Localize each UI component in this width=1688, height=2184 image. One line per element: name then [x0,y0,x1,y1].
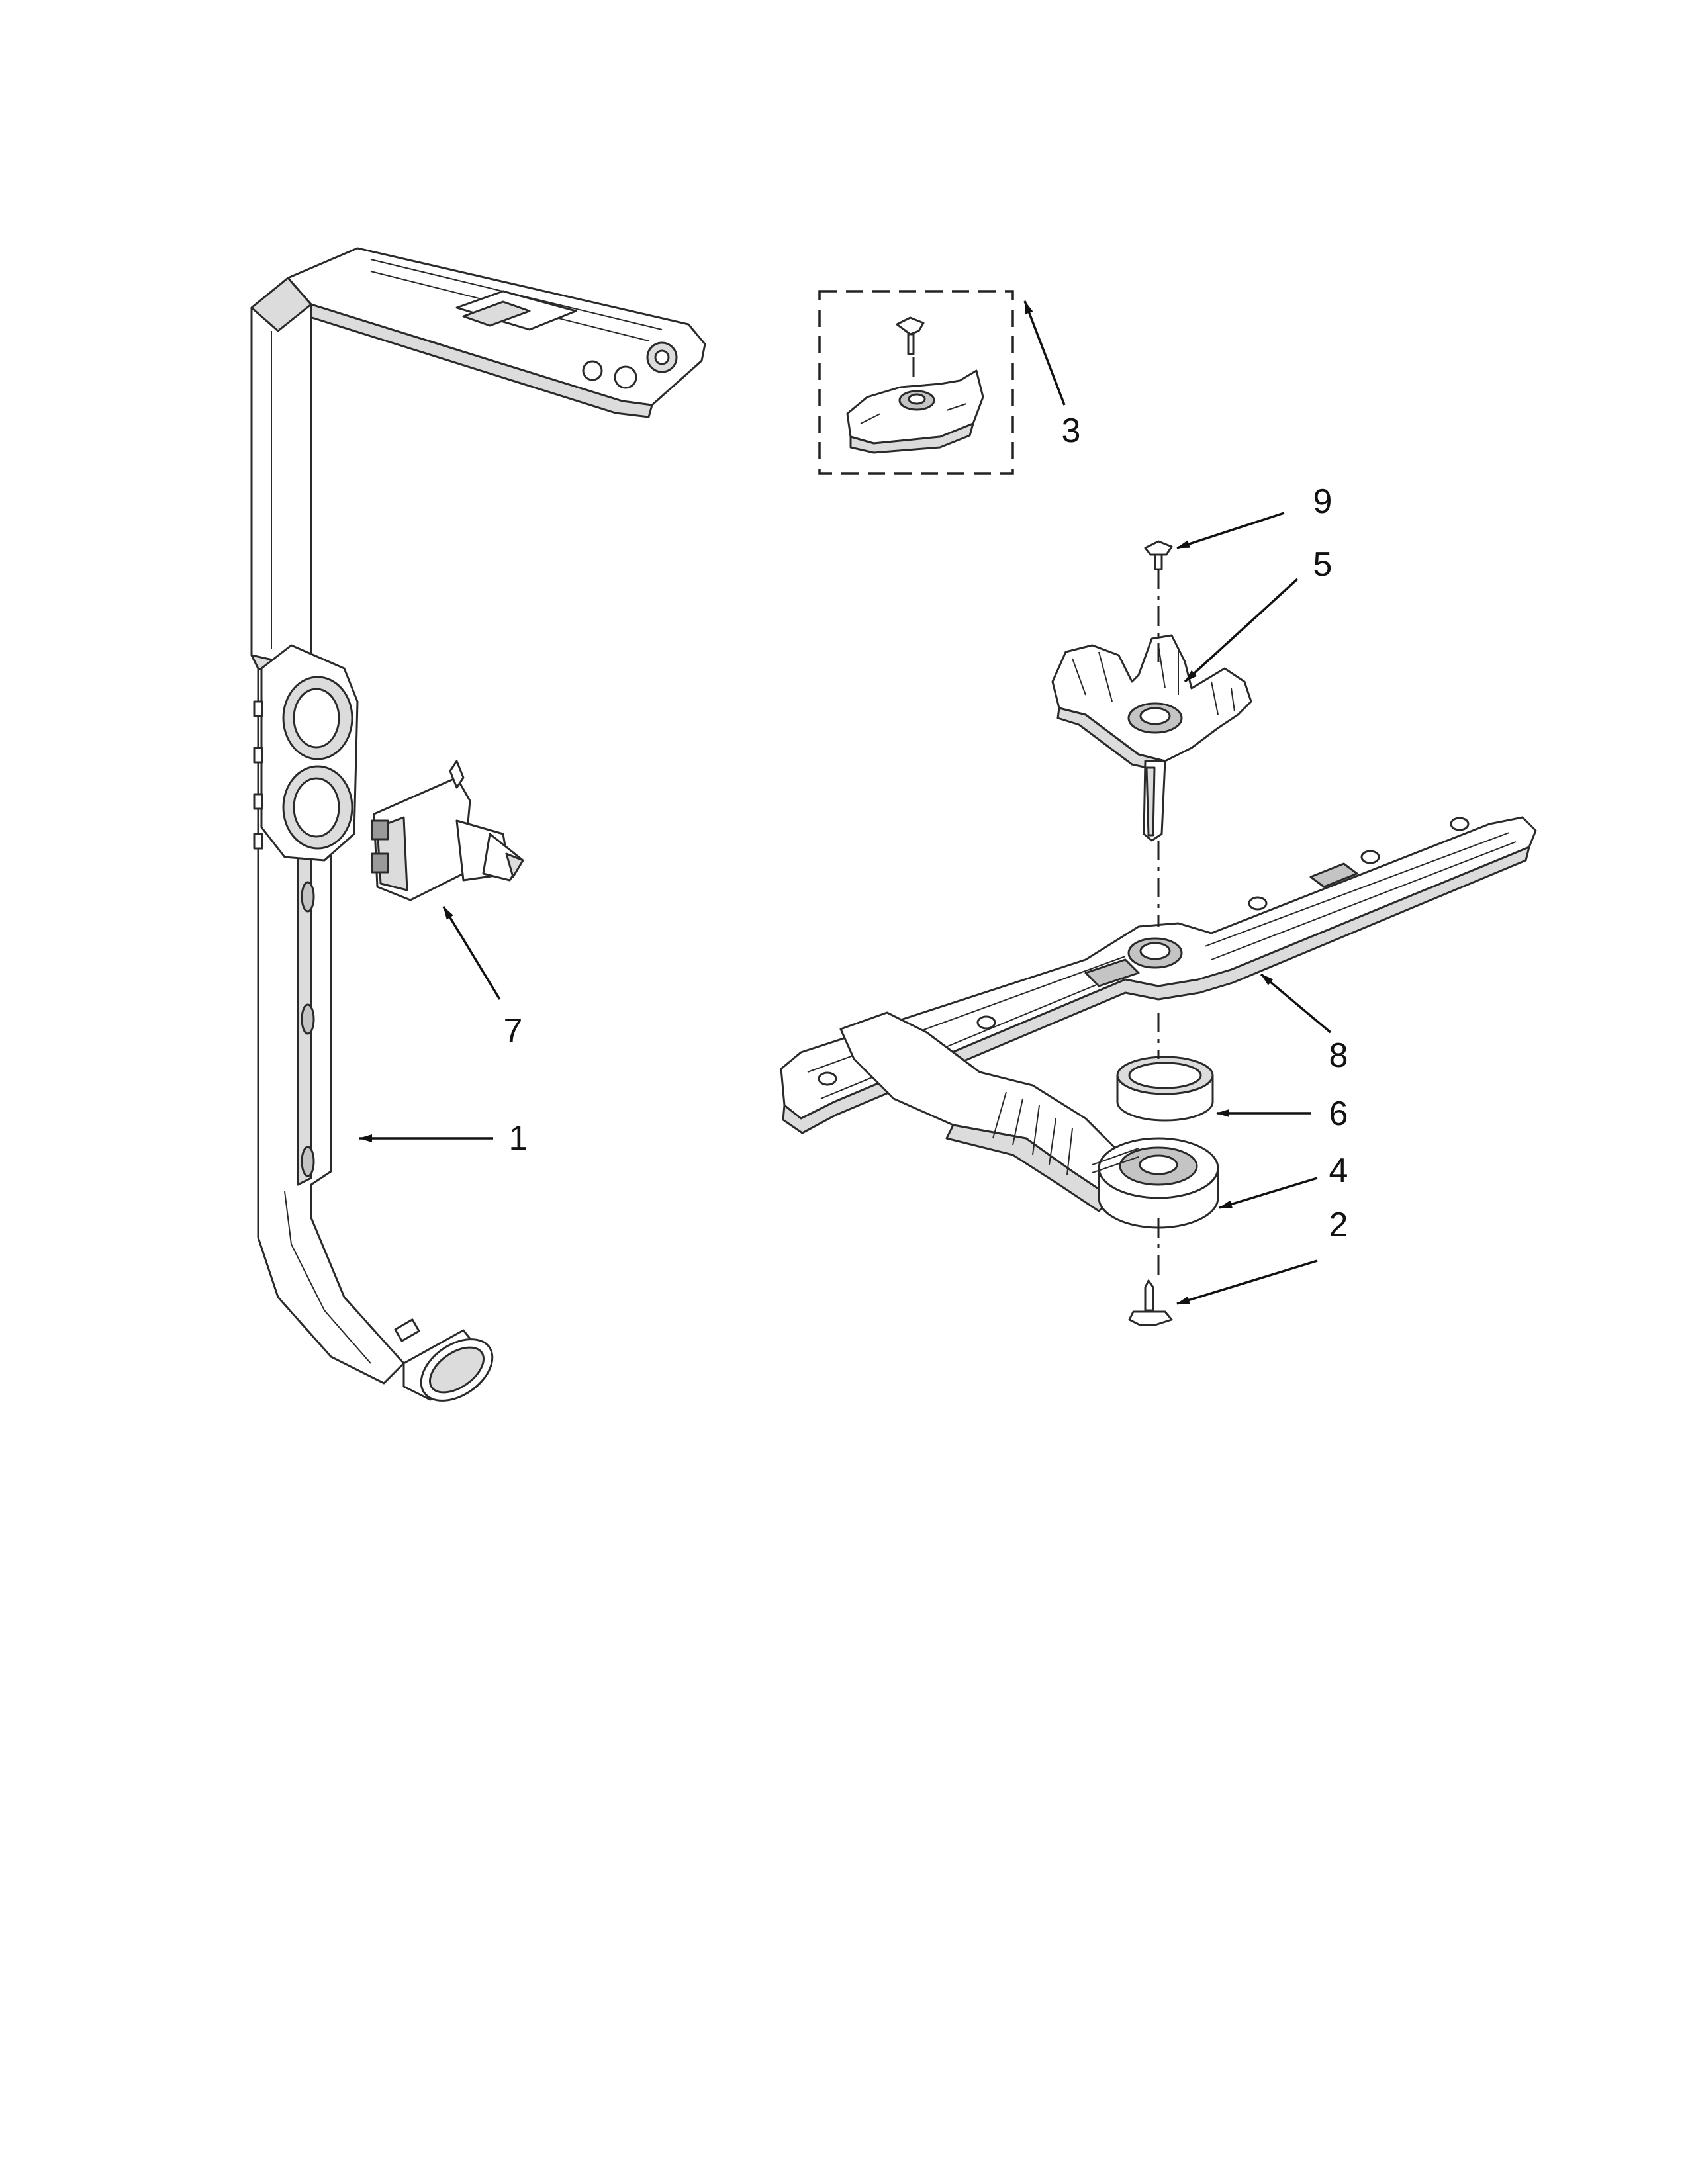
callout-7: 7 [504,1012,523,1050]
callout-8: 8 [1329,1036,1348,1075]
leader-3 [1023,300,1066,406]
part-3-clip-assembly [818,290,1014,475]
callout-labels: 1 2 3 4 5 6 7 8 9 [504,412,1348,1244]
part-1-supply-tube [250,247,706,1402]
leader-2 [1176,1259,1318,1305]
callout-2: 2 [1329,1206,1348,1244]
callout-9: 9 [1313,482,1333,521]
callout-3: 3 [1062,412,1081,450]
part-2-screw [1128,1279,1173,1326]
leader-5 [1184,578,1299,683]
leader-8 [1260,973,1332,1034]
callout-6: 6 [1329,1095,1348,1133]
leader-7 [442,906,501,1000]
part-7-diverter [371,760,524,901]
part-4-feed-tube [839,1011,1219,1229]
callout-4: 4 [1329,1152,1348,1190]
callout-leaders [359,300,1332,1305]
part-6-bearing-ring [1116,1056,1214,1122]
callout-1: 1 [509,1119,528,1158]
leader-4 [1219,1177,1318,1209]
callout-5: 5 [1313,545,1333,584]
part-5-rack-hub [1051,634,1252,842]
part-9-screw [1144,540,1173,570]
leader-9 [1176,512,1285,549]
